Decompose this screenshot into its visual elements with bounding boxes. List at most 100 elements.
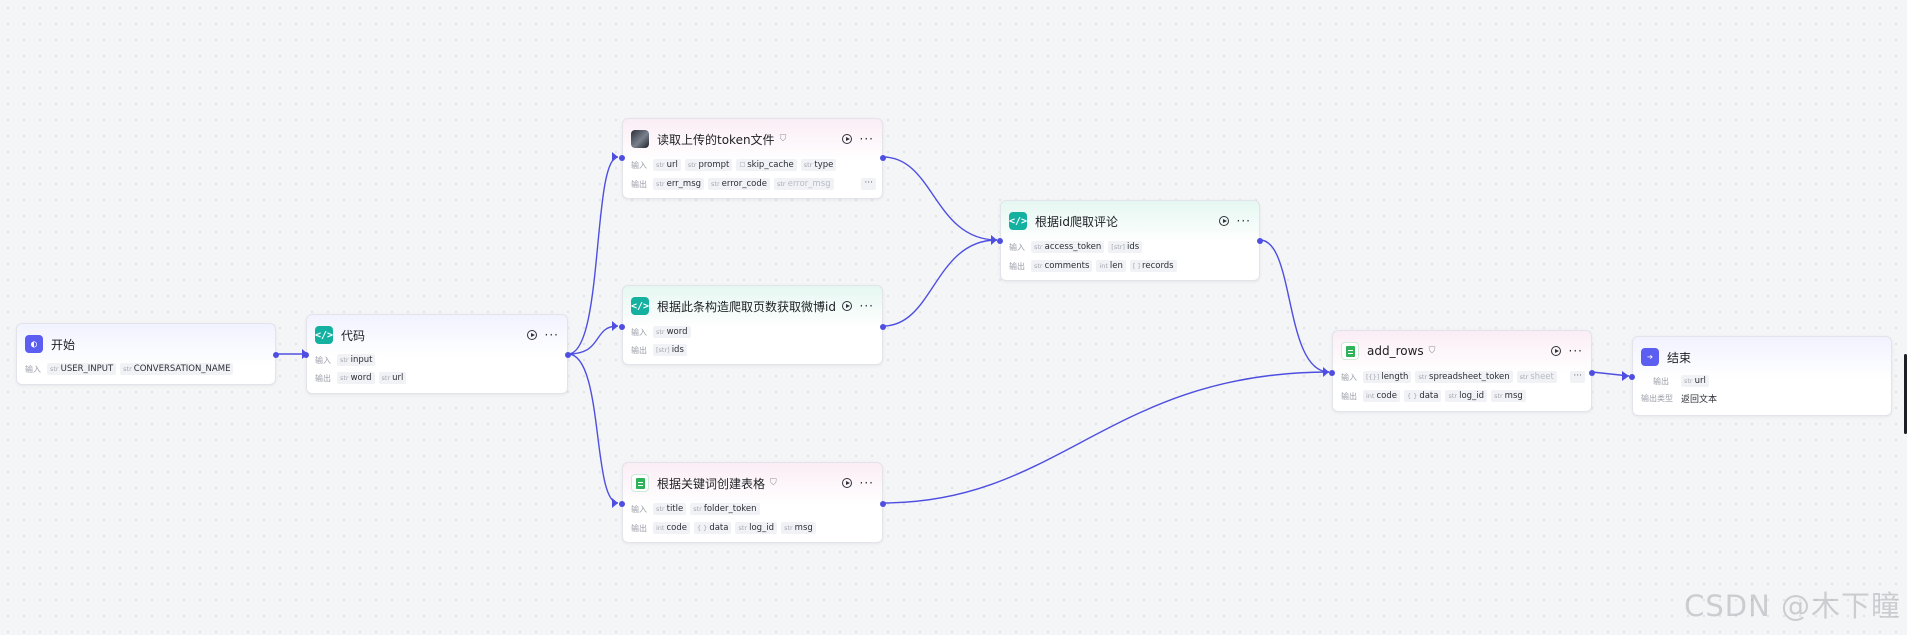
edge-build-pages-crawl: [882, 239, 998, 327]
node-header: add_rows ⛉ ···: [1341, 337, 1583, 365]
spreadsheet-icon: [631, 474, 649, 492]
output-port[interactable]: [880, 155, 886, 161]
output-type-value: 返回文本: [1681, 394, 1718, 405]
header-actions: ···: [841, 299, 874, 313]
output-port[interactable]: [1257, 238, 1263, 244]
code-icon: </>: [315, 326, 333, 344]
input-label: 输入: [631, 160, 647, 170]
run-button[interactable]: [1550, 346, 1561, 356]
node-title: 代码: [341, 328, 366, 343]
header-actions: ···: [841, 132, 874, 146]
output-port[interactable]: [273, 352, 279, 358]
node-header: </> 代码 ···: [315, 321, 559, 349]
node-header: </> 根据此条构造爬取页数获取微博id ···: [631, 292, 874, 320]
output-port[interactable]: [1589, 370, 1595, 376]
start-icon: ◐: [25, 335, 43, 353]
arrowhead-end: [1622, 371, 1629, 381]
output-port[interactable]: [880, 324, 886, 330]
run-button[interactable]: [1218, 216, 1229, 226]
node-header: 根据关键词创建表格 ⛉ ···: [631, 469, 874, 497]
plugin-avatar-icon: [631, 130, 649, 148]
input-label: 输入: [25, 364, 41, 374]
output-label: 输出: [1009, 261, 1025, 271]
run-button[interactable]: [526, 330, 537, 340]
input-port[interactable]: [1329, 370, 1335, 376]
more-button[interactable]: ···: [859, 132, 874, 146]
output-port[interactable]: [565, 352, 571, 358]
node-title: 结束: [1667, 350, 1692, 365]
arrowhead-build-pages: [612, 321, 618, 331]
input-port[interactable]: [619, 324, 625, 330]
edge-code-read-token: [567, 156, 619, 355]
output-type-label: 输出类型: [1641, 393, 1673, 403]
panel-edge-handle[interactable]: [1904, 354, 1907, 434]
output-port[interactable]: [880, 501, 886, 507]
edge-create-sheet-add-rows: [882, 371, 1330, 504]
edge-add-rows-end: [1591, 371, 1630, 377]
arrowhead-read-token: [612, 152, 618, 162]
header-actions: ···: [1550, 344, 1583, 358]
input-port[interactable]: [997, 238, 1003, 244]
param-tag: { }data: [1403, 390, 1442, 402]
run-button[interactable]: [841, 134, 852, 144]
run-button[interactable]: [841, 301, 852, 311]
header-actions: ···: [841, 476, 874, 490]
output-label: 输出: [315, 373, 331, 383]
node-title: 根据id爬取评论: [1035, 214, 1118, 229]
output-label: 输出: [631, 523, 647, 533]
input-port[interactable]: [303, 352, 309, 358]
input-label: 输入: [315, 355, 331, 365]
code-icon: </>: [1009, 212, 1027, 230]
run-button[interactable]: [841, 478, 852, 488]
node-header: ➔ 结束: [1641, 343, 1883, 371]
edge-code-build-pages: [567, 325, 619, 355]
input-port[interactable]: [1629, 374, 1635, 380]
param-tag: [str]ids: [1108, 241, 1143, 253]
input-port[interactable]: [619, 155, 625, 161]
more-button[interactable]: ···: [544, 328, 559, 342]
param-tag: [{}]length: [1363, 371, 1412, 383]
input-label: 输入: [1009, 242, 1025, 252]
edge-read-token-crawl: [882, 156, 998, 241]
more-button[interactable]: ···: [1236, 214, 1251, 228]
shield-icon: ⛉: [779, 134, 787, 144]
more-button[interactable]: ···: [859, 299, 874, 313]
more-button[interactable]: ···: [859, 476, 874, 490]
input-port[interactable]: [619, 501, 625, 507]
more-params-button[interactable]: ···: [861, 178, 876, 190]
more-params-button[interactable]: ···: [1570, 371, 1585, 383]
more-button[interactable]: ···: [1568, 344, 1583, 358]
